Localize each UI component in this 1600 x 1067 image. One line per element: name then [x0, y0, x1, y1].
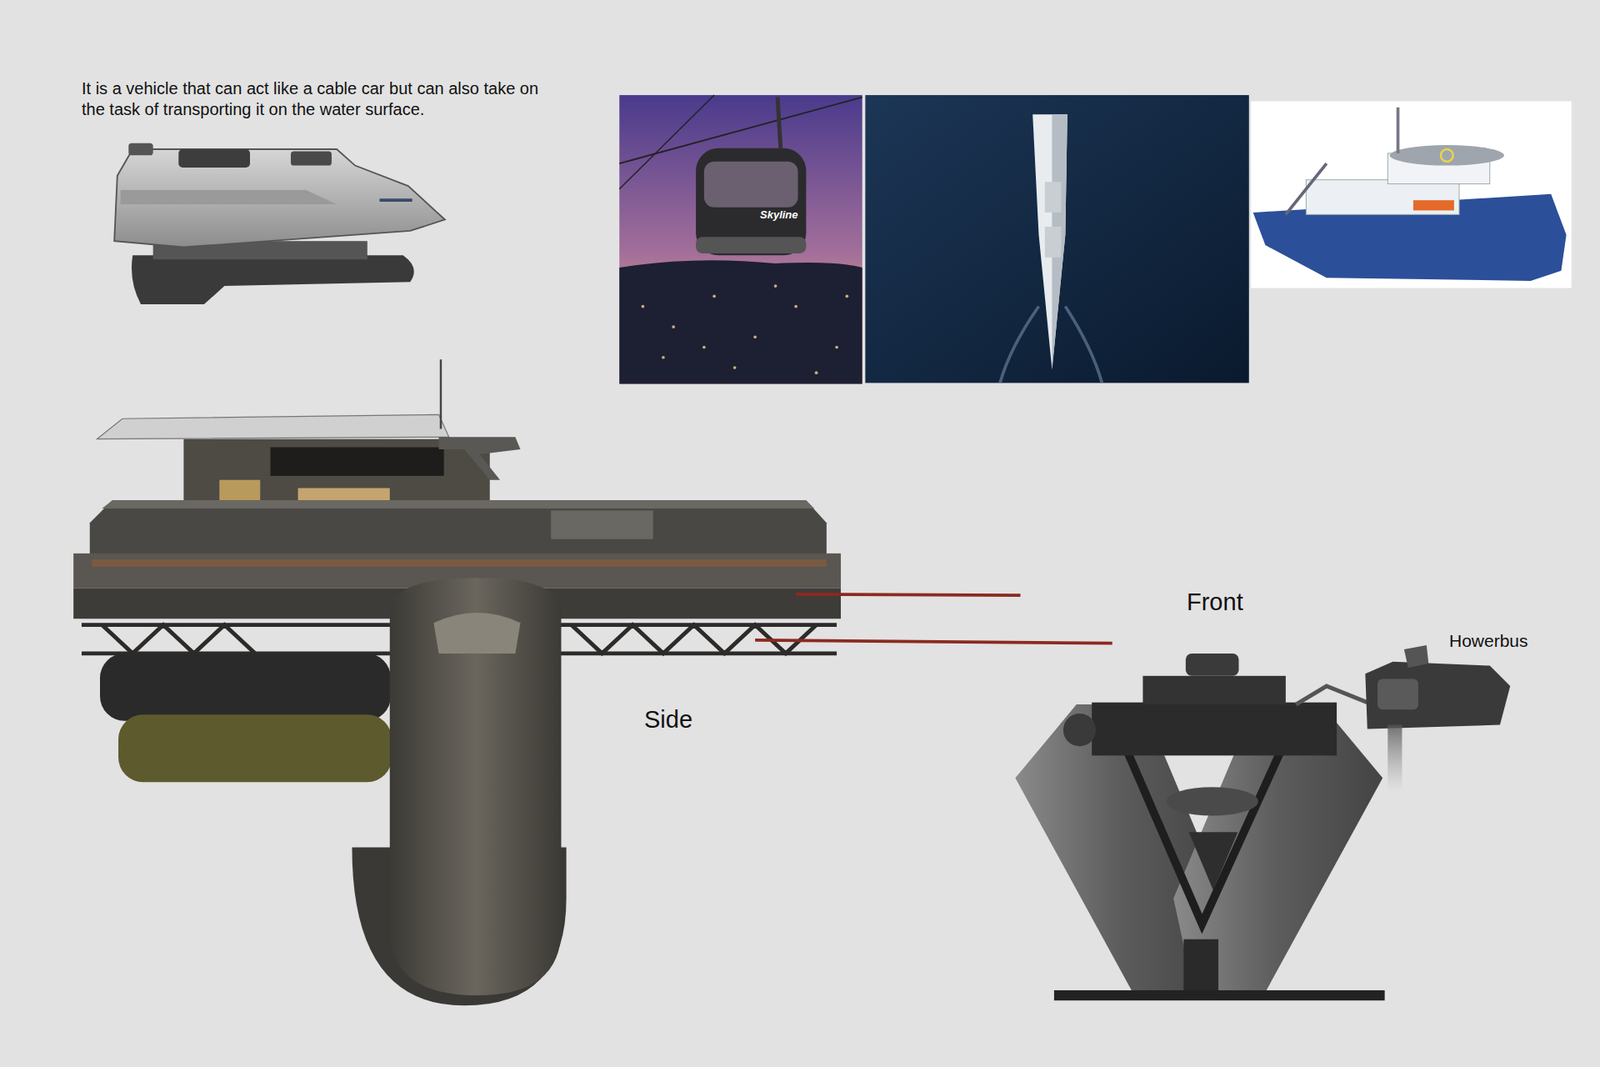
vehicle-label: Howerbus: [1449, 630, 1529, 652]
pod-vehicle: [114, 143, 445, 305]
ship-photo: [865, 95, 1249, 383]
note-text: It is a vehicle that can act like a cabl…: [81, 78, 561, 120]
view-label: Front: [1186, 586, 1244, 617]
supply-ship-photo: [1250, 100, 1571, 288]
front-view-vessel: [1015, 645, 1510, 1000]
cable-car-photo: [619, 95, 862, 385]
brand-text: Skyline: [760, 208, 799, 222]
view-label: Side: [644, 704, 693, 735]
side-view-vessel: [73, 359, 1113, 1005]
